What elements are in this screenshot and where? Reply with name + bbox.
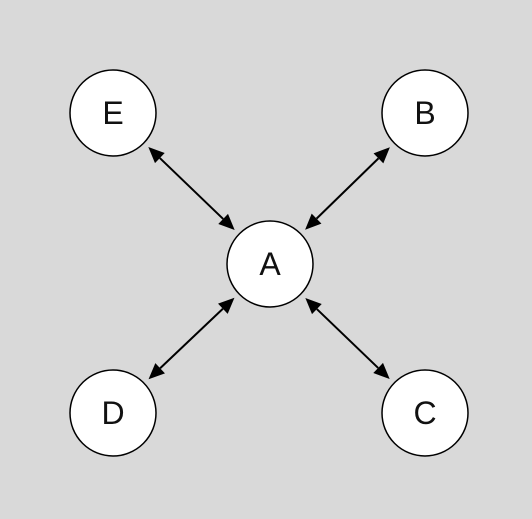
node-a: A [226,220,314,308]
edge-a-c-line [316,308,379,369]
node-e: E [69,69,157,157]
node-e-circle [69,69,157,157]
node-b-label: B [414,95,435,131]
edge-a-e-line [159,157,224,220]
edge-a-b-line [315,157,380,220]
node-d-label: D [101,395,124,431]
edge-a-d-arrowhead-d [148,363,165,380]
node-d: D [69,369,157,457]
node-e-label: E [102,95,123,131]
edge-a-c-arrowhead-c [373,362,390,380]
node-d-circle [69,369,157,457]
node-c: C [381,369,469,457]
node-c-label: C [413,395,436,431]
edge-a-b-arrowhead-a [305,213,322,230]
edge-a-b-arrowhead-b [373,147,390,164]
edge-a-e-arrowhead-e [148,146,165,164]
edge-a-e-arrowhead-a [218,213,235,231]
edge-a-d-arrowhead-a [218,297,235,314]
node-c-circle [381,369,469,457]
edges-layer [148,146,390,380]
node-b-circle [381,69,469,157]
node-a-circle [226,220,314,308]
edge-a-d-line [159,308,224,369]
edge-a-c-arrowhead-a [305,297,322,315]
node-b: B [381,69,469,157]
node-a-label: A [259,246,281,282]
